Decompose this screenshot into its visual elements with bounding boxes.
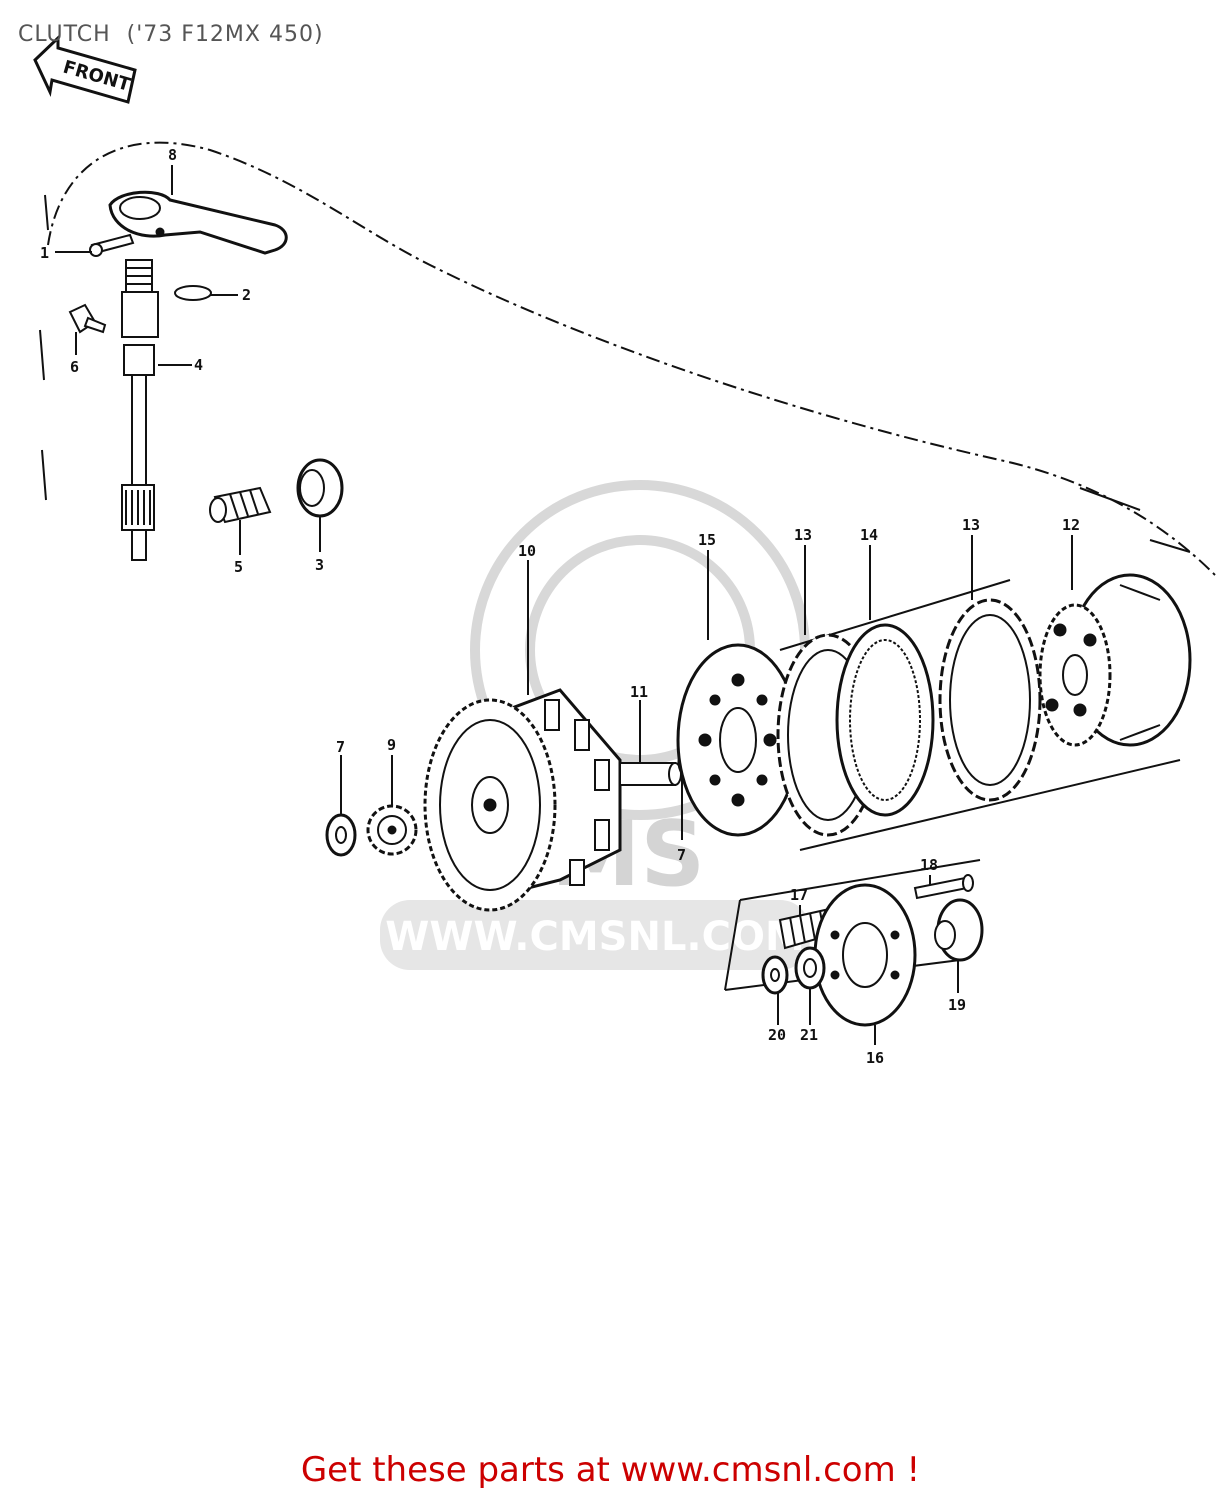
sleeve [619,762,682,786]
callout-11: 11 [630,683,648,701]
callout-20: 20 [768,1026,786,1044]
page-title: CLUTCH ('73 F12MX 450) [18,22,324,47]
clutch-housing [423,688,622,912]
callout-10: 10 [518,542,536,560]
washer-20 [761,955,789,995]
footer-link[interactable]: Get these parts at www.cmsnl.com ! [300,1450,921,1490]
watermark-url: WWW.CMSNL.COM [385,914,805,960]
lever-screw [89,233,135,257]
o-ring [174,285,212,301]
callout-21: 21 [800,1026,818,1044]
release-bearing-holder [934,898,984,962]
callout-13-right: 13 [962,516,980,534]
callout-5: 5 [234,558,243,576]
callout-7-left: 7 [336,738,345,756]
callout-17: 17 [790,886,808,904]
callout-9: 9 [387,736,396,754]
callout-19: 19 [948,996,966,1014]
callout-2: 2 [242,286,251,304]
release-lever [108,190,288,255]
clutch-hub [1038,573,1192,747]
callout-numbers: 1 2 3 4 5 6 7 7 7 8 9 10 11 12 13 13 14 … [40,146,1080,1067]
spring-bolt [913,874,974,900]
front-arrow: FRONT [33,34,137,104]
callout-3: 3 [315,556,324,574]
engine-cover-left-edge [39,194,49,501]
thrust-washer-left [325,813,357,857]
engine-cover-outline [47,141,1216,576]
callout-7-middle: 7 [677,846,686,864]
callout-16: 16 [866,1049,884,1067]
callout-6: 6 [70,358,79,376]
clutch-plates [776,579,1181,851]
callout-15: 15 [698,531,716,549]
callout-13-left: 13 [794,526,812,544]
callout-18: 18 [920,856,938,874]
engine-cover-edge [1079,487,1191,553]
bolt [68,303,107,334]
leader-lines [55,165,1073,1045]
release-shaft [121,259,159,561]
callout-14: 14 [860,526,878,544]
callout-4: 4 [194,356,203,374]
needle-bearing [296,458,344,518]
adjuster-pin [209,486,272,524]
callout-12: 12 [1062,516,1080,534]
callout-8: 8 [168,146,177,164]
callout-1: 1 [40,244,49,262]
oil-pump-gear [366,804,418,856]
nut-21 [794,946,826,990]
spring-plate [813,883,917,1027]
